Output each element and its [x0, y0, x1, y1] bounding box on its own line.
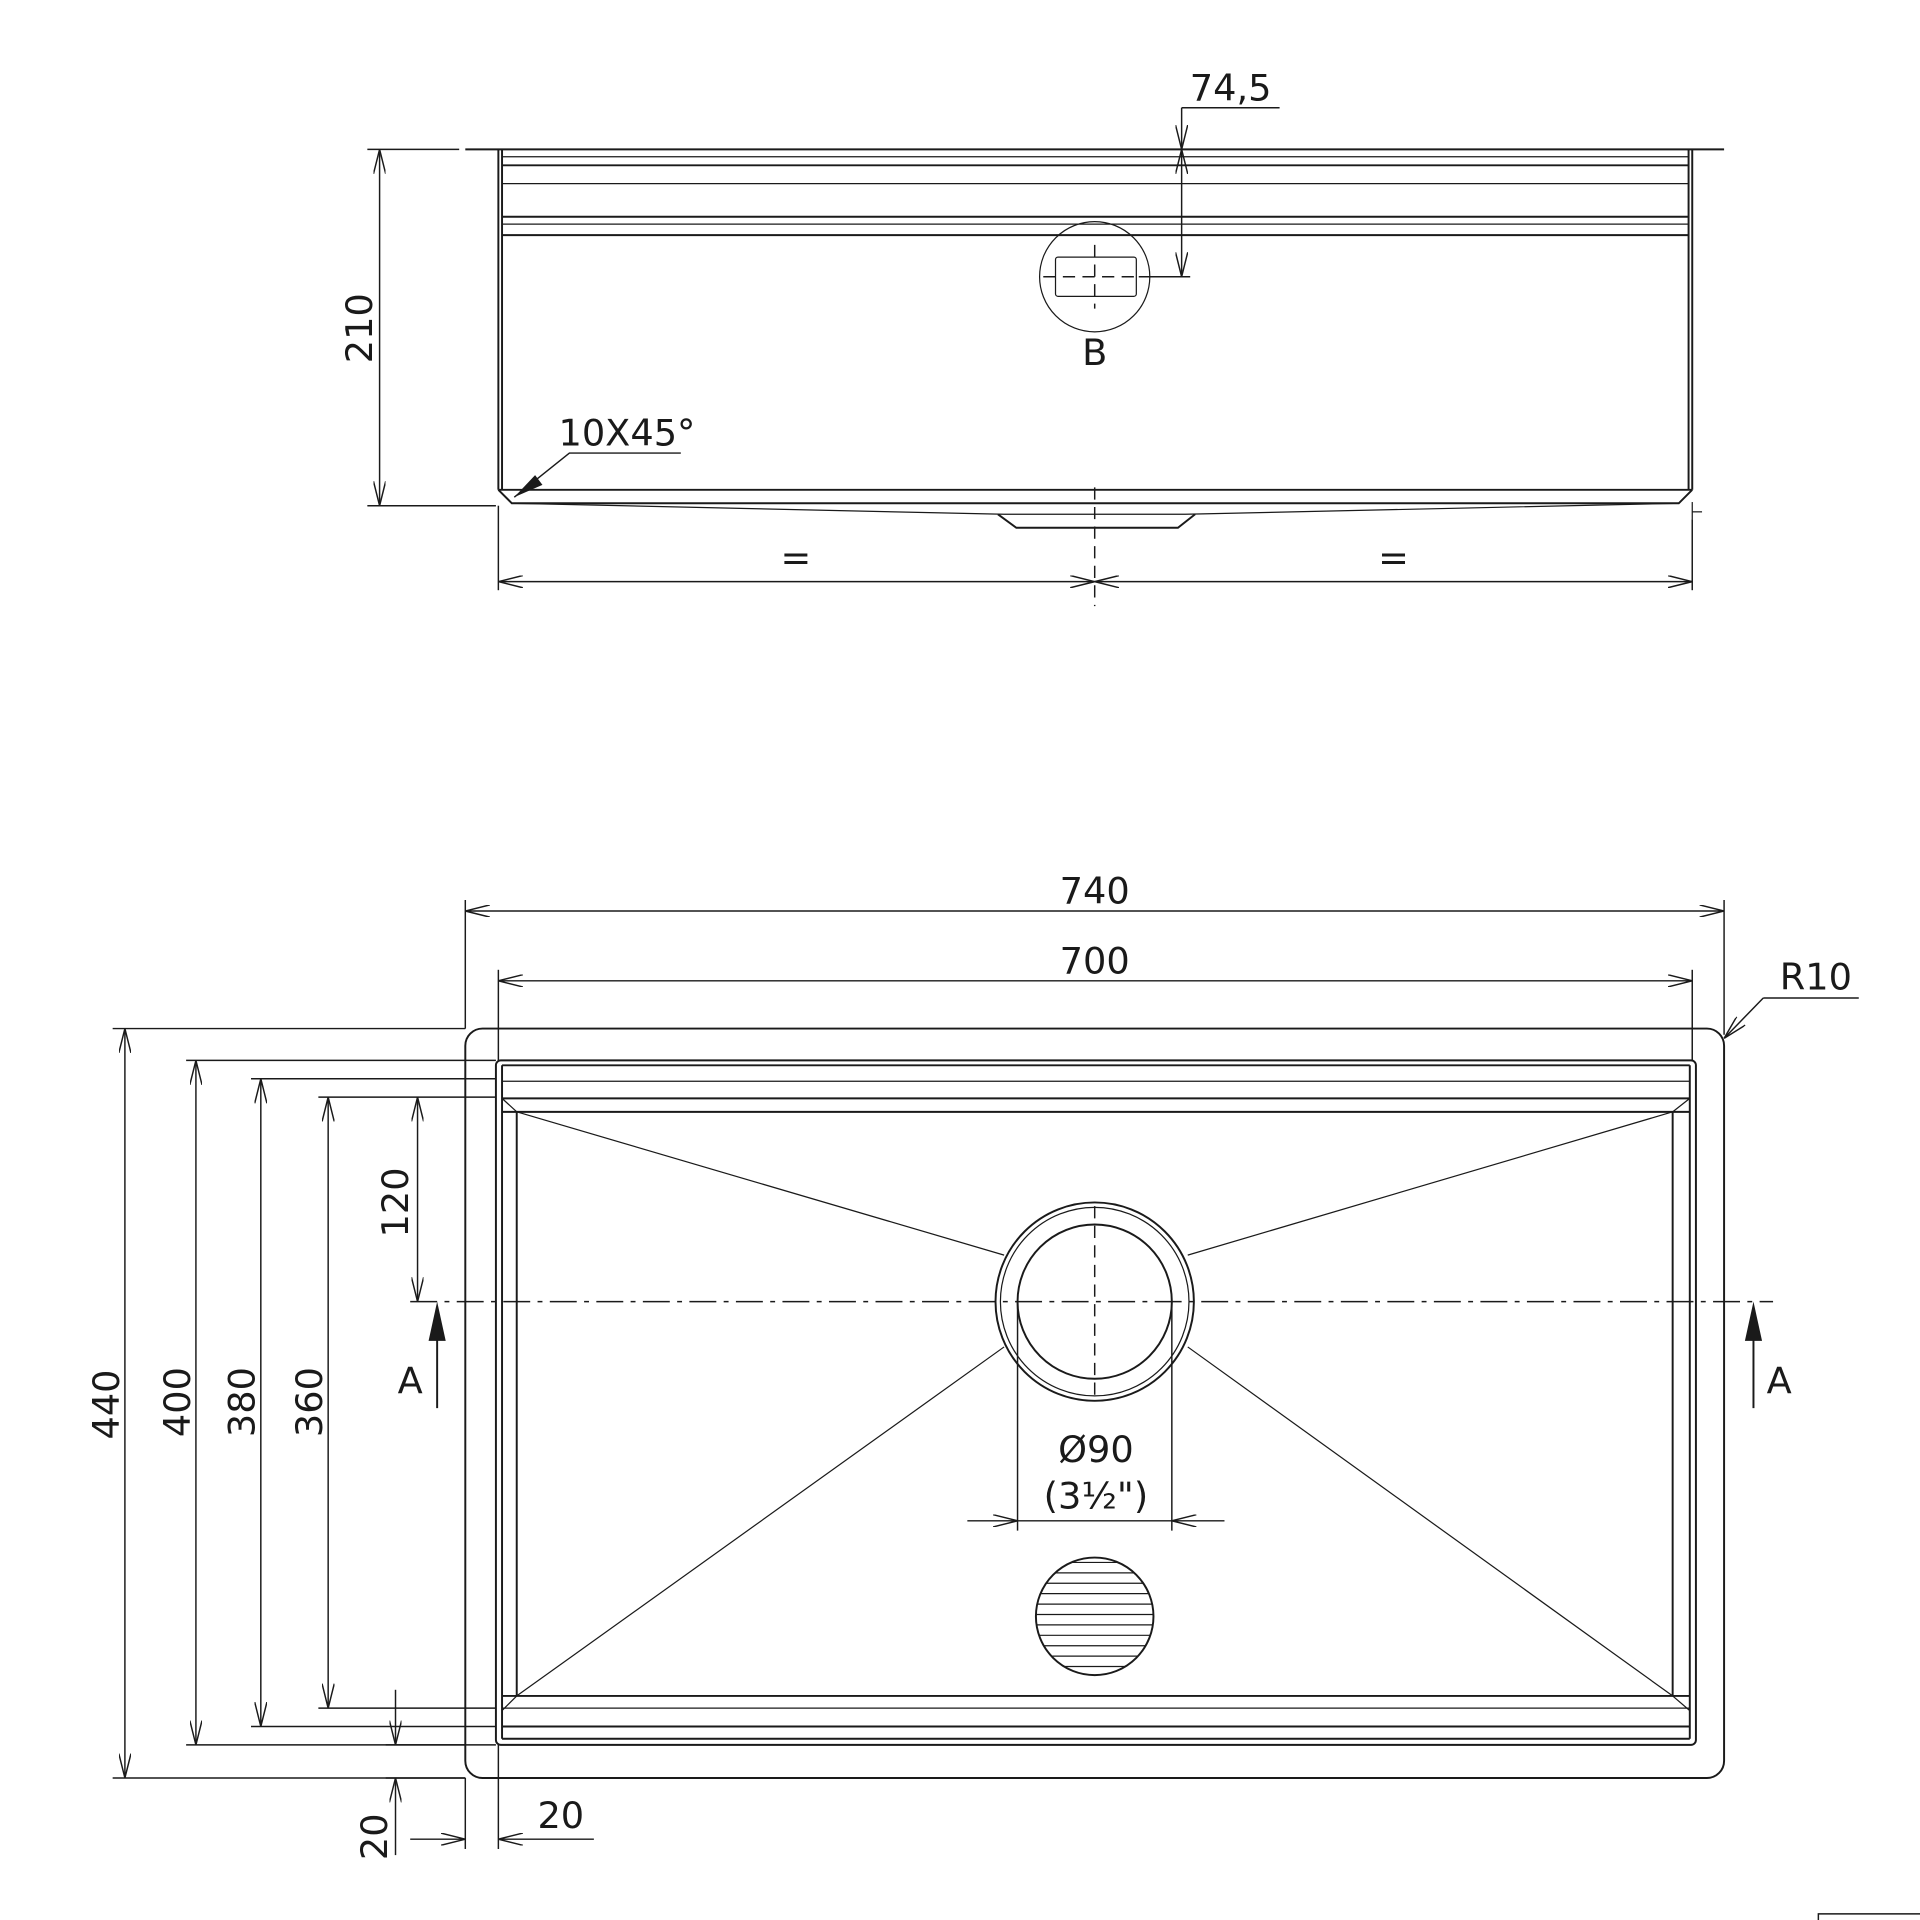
section-marker-right: A — [1744, 1301, 1792, 1409]
dim-equal-halves: = = — [497, 487, 1693, 607]
dim-74-5: 74,5 — [1138, 66, 1280, 278]
equal-left-label: = — [781, 537, 812, 580]
diameter-inch-label: (3½") — [1044, 1475, 1149, 1518]
diameter-label: Ø90 — [1058, 1428, 1134, 1471]
dim-360: 360 — [288, 1096, 496, 1709]
dim-700: 700 — [497, 939, 1693, 1061]
dim-210: 210 — [338, 148, 496, 507]
dim-diameter-90: Ø90 (3½") — [967, 1301, 1225, 1531]
dim-120: 120 — [374, 1097, 418, 1302]
dim-440-label: 440 — [85, 1369, 128, 1439]
sink-outline-plan — [464, 1027, 1726, 1779]
detail-b-marker: B — [1038, 221, 1151, 374]
dim-210-label: 210 — [338, 293, 381, 363]
dim-700-label: 700 — [1060, 939, 1130, 982]
radius-label: R10 — [1780, 955, 1852, 998]
dim-440: 440 — [85, 1027, 466, 1779]
chamfer-callout: 10X45° — [513, 412, 695, 498]
dim-740: 740 — [464, 870, 1725, 1035]
plan-view: 740 700 R10 — [85, 870, 1920, 1920]
dim-20-horizontal-label: 20 — [537, 1794, 584, 1837]
radius-callout: R10 — [1724, 955, 1859, 1038]
elevation-view: B 74,5 210 10X45° = = — [338, 66, 1725, 607]
chamfer-label: 10X45° — [558, 412, 695, 455]
dim-740-label: 740 — [1060, 870, 1130, 913]
dim-360-label: 360 — [288, 1367, 331, 1437]
section-left-label: A — [398, 1359, 423, 1402]
dim-20-horizontal: 20 — [410, 1744, 594, 1849]
dim-20-vertical-label: 20 — [353, 1813, 396, 1860]
equal-right-label: = — [1378, 537, 1409, 580]
dim-380: 380 — [221, 1078, 496, 1728]
dim-74-5-label: 74,5 — [1190, 66, 1272, 109]
dim-120-label: 120 — [374, 1167, 417, 1237]
dim-400: 400 — [156, 1059, 496, 1746]
strainer-icon — [1034, 1556, 1155, 1677]
dim-400-label: 400 — [156, 1367, 199, 1437]
section-marker-left: A — [398, 1301, 446, 1409]
detail-b-label: B — [1082, 331, 1107, 374]
dim-20-vertical: 20 — [353, 1689, 466, 1860]
dim-380-label: 380 — [221, 1367, 264, 1437]
frame-corner-mark — [1817, 1913, 1920, 1920]
section-right-label: A — [1767, 1359, 1792, 1402]
